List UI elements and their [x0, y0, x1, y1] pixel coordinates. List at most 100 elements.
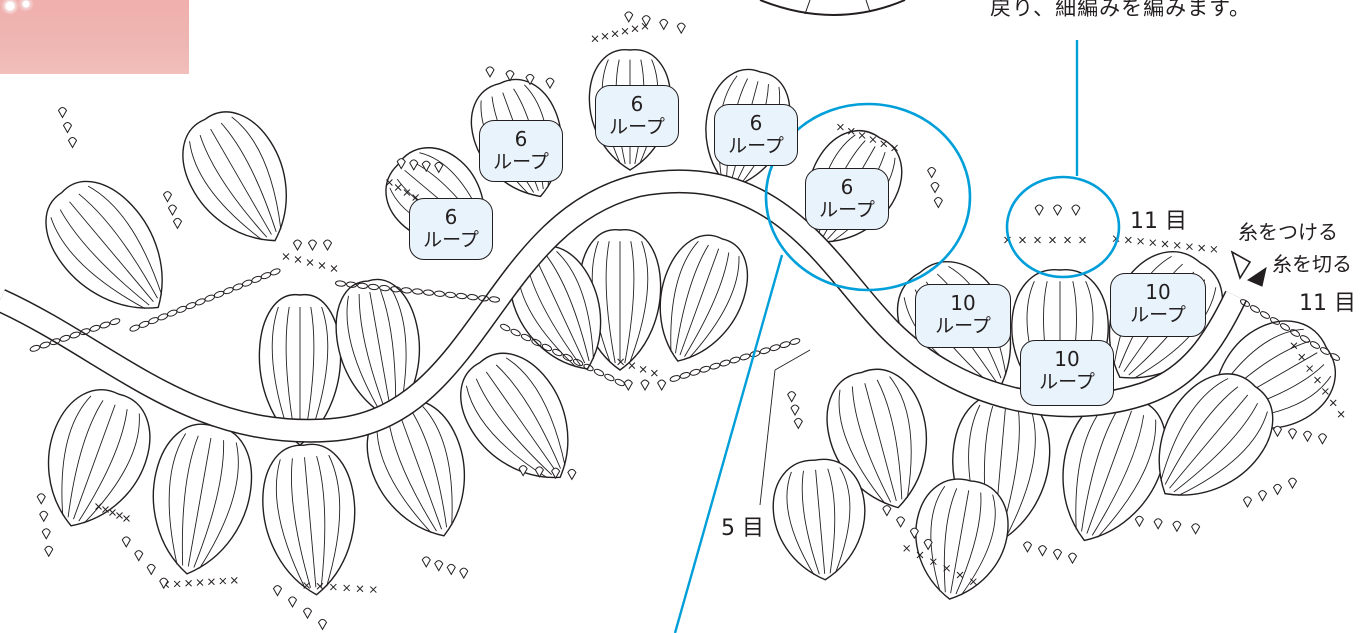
picot-mark: [1274, 426, 1282, 436]
picot-mark: [1319, 434, 1327, 444]
stitch-count-5: 5 目: [721, 510, 764, 542]
picot-mark: [1135, 516, 1143, 526]
petal: [26, 377, 165, 542]
picot-mark: [883, 506, 891, 516]
single-crochet-mark: [1080, 237, 1086, 243]
loop-unit: ループ: [715, 135, 797, 158]
chain-stitch: [89, 324, 100, 332]
loop-count: 10: [916, 292, 1010, 315]
picot-mark: [486, 67, 494, 77]
picot-mark: [64, 123, 72, 133]
detail-circle-strand: [805, 0, 870, 14]
single-crochet-mark: [1338, 411, 1344, 417]
loop-badge: 6ループ: [595, 85, 679, 147]
single-crochet-mark: [1150, 240, 1156, 246]
single-crochet-mark: [904, 545, 910, 551]
single-crochet-mark: [307, 260, 313, 266]
picot-mark: [1304, 431, 1312, 441]
picot-mark: [641, 380, 649, 390]
chain-stitch: [709, 362, 720, 370]
single-crochet-mark: [319, 263, 325, 269]
single-crochet-mark: [1125, 237, 1131, 243]
picot-mark: [1039, 546, 1047, 556]
picot-mark: [45, 546, 53, 556]
stitch-count-11-top: 11 目: [1130, 203, 1187, 235]
single-crochet-mark: [1330, 400, 1336, 406]
picot-mark: [422, 557, 430, 567]
chain-stitch: [176, 305, 187, 314]
picot-mark: [1274, 484, 1282, 494]
chain-stitch: [270, 268, 281, 277]
single-crochet-mark: [1138, 238, 1144, 244]
picot-mark: [1289, 429, 1297, 439]
single-crochet-mark: [357, 586, 363, 592]
picot-mark: [1072, 205, 1080, 215]
chain-stitch: [445, 292, 455, 298]
picot-mark: [435, 561, 443, 571]
single-crochet-mark: [632, 26, 638, 32]
single-crochet-mark: [1162, 241, 1168, 247]
picot-mark: [794, 418, 802, 428]
chain-stitch: [689, 368, 700, 376]
picot-mark: [447, 564, 455, 574]
picot-mark: [1192, 524, 1200, 534]
single-crochet-mark: [640, 366, 646, 372]
chain-stitch: [769, 344, 780, 352]
picot-mark: [1054, 205, 1062, 215]
picot-mark: [169, 205, 177, 215]
petal: [139, 417, 260, 582]
instruction-note: 戻り、細編みを編みます。: [990, 0, 1251, 22]
single-crochet-mark: [208, 579, 214, 585]
single-crochet-mark: [197, 580, 203, 586]
single-crochet-mark: [592, 36, 598, 42]
picot-mark: [546, 78, 554, 88]
picot-mark: [40, 511, 48, 521]
loop-badge: 10ループ: [915, 284, 1011, 348]
picot-mark: [677, 23, 685, 33]
chain-stitch: [138, 320, 149, 329]
chain-stitch: [260, 271, 271, 280]
loop-unit: ループ: [1111, 304, 1205, 327]
loop-count: 6: [410, 206, 492, 229]
chain-stitch: [167, 309, 178, 318]
loop-unit: ループ: [410, 229, 492, 252]
loop-unit: ループ: [596, 116, 678, 139]
chain-stitch: [719, 359, 730, 367]
stitch-count-11-right: 11 目: [1299, 285, 1356, 317]
single-crochet-mark: [295, 257, 301, 263]
single-crochet-mark: [622, 28, 628, 34]
chain-stitch: [29, 344, 40, 352]
picot-mark: [304, 608, 312, 618]
chain-stitch: [759, 347, 770, 355]
picot-mark: [135, 551, 143, 561]
single-crochet-mark: [1174, 242, 1180, 248]
picot-mark: [1054, 549, 1062, 559]
picot-mark: [289, 597, 297, 607]
single-crochet-mark: [331, 266, 337, 272]
chain-stitch: [614, 378, 625, 387]
chain-stitch: [213, 290, 224, 299]
picot-mark: [147, 564, 155, 574]
picot-mark: [274, 586, 282, 596]
picot-mark: [788, 392, 796, 402]
cut-yarn-marker: [1248, 268, 1266, 286]
chain-stitch: [148, 316, 159, 325]
picot-mark: [931, 183, 939, 193]
chain-stitch: [39, 341, 50, 349]
chain-stitch: [232, 283, 243, 292]
attach-yarn-label: 糸をつける: [1238, 216, 1338, 245]
detail-circle-edge: [760, 0, 905, 15]
single-crochet-mark: [283, 254, 289, 260]
single-crochet-mark: [1211, 246, 1217, 252]
chain-stitch: [1259, 310, 1270, 320]
loop-count: 6: [806, 176, 888, 199]
picot-mark: [568, 469, 576, 479]
single-crochet-mark: [602, 33, 608, 39]
picot-mark: [660, 19, 668, 29]
picot-mark: [791, 405, 799, 415]
loop-unit: ループ: [480, 151, 562, 174]
picot-mark: [324, 240, 332, 250]
picot-mark: [174, 218, 182, 228]
